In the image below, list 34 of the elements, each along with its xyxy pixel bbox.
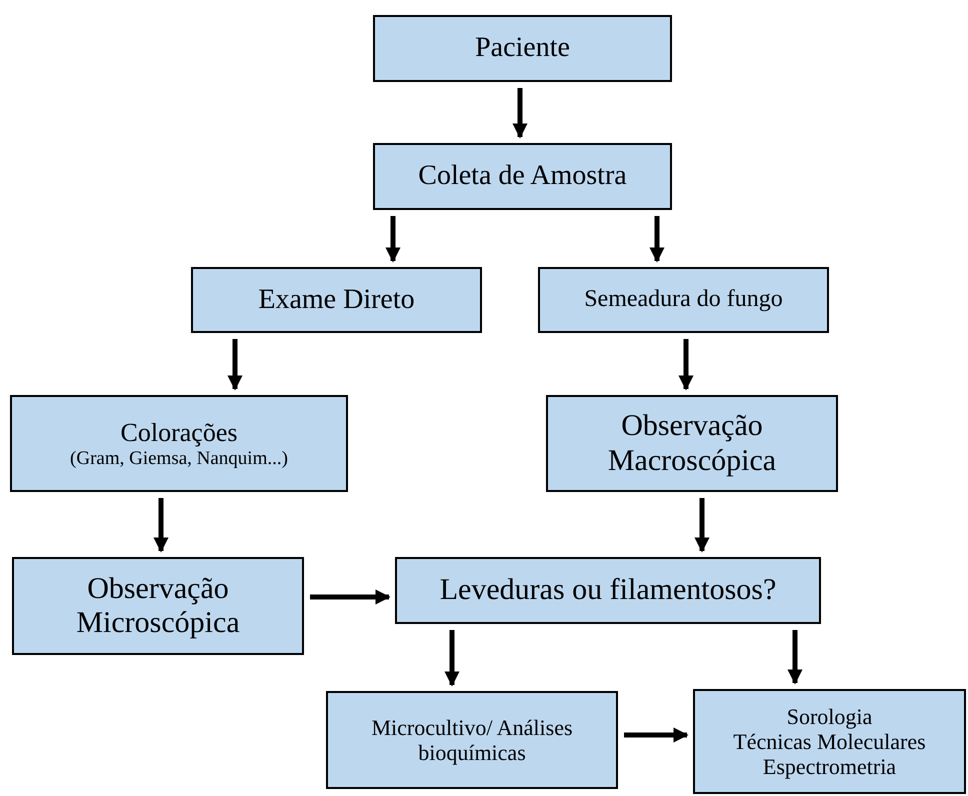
node-label: (Gram, Giemsa, Nanquim...) (70, 448, 288, 470)
process-box (12, 557, 304, 655)
process-box (693, 689, 966, 794)
arrow (386, 216, 400, 262)
arrow (512, 88, 528, 138)
node-label: Coleta de Amostra (418, 160, 627, 193)
process-box (373, 143, 672, 210)
process-box (373, 15, 672, 82)
node-label: Leveduras ou filamentosos? (440, 573, 776, 608)
node-label: Observação Microscópica (75, 572, 241, 640)
arrow (650, 216, 664, 262)
process-box (326, 691, 618, 789)
process-box (538, 267, 829, 333)
node-label: Colorações (120, 418, 238, 448)
node-label: Microcultivo/ Análises bioquímicas (370, 714, 574, 766)
arrow (154, 498, 168, 552)
arrow (788, 630, 802, 684)
arrow (624, 728, 688, 742)
arrow (310, 590, 390, 604)
node-label: Observação Macroscópica (606, 409, 778, 478)
node-label: Técnicas Moleculares (733, 728, 926, 754)
arrow (694, 498, 710, 552)
node-label: Semeadura do fungo (584, 286, 783, 314)
process-box (10, 395, 348, 492)
arrow (228, 339, 242, 390)
arrow (444, 630, 460, 686)
node-label: Exame Direto (258, 284, 415, 316)
node-label: Espectrometria (762, 754, 896, 780)
arrow (678, 339, 694, 390)
process-box (191, 267, 482, 333)
node-label: Sorologia (786, 704, 872, 729)
node-label: Paciente (475, 32, 570, 65)
process-box (546, 395, 838, 492)
process-box (395, 557, 821, 624)
